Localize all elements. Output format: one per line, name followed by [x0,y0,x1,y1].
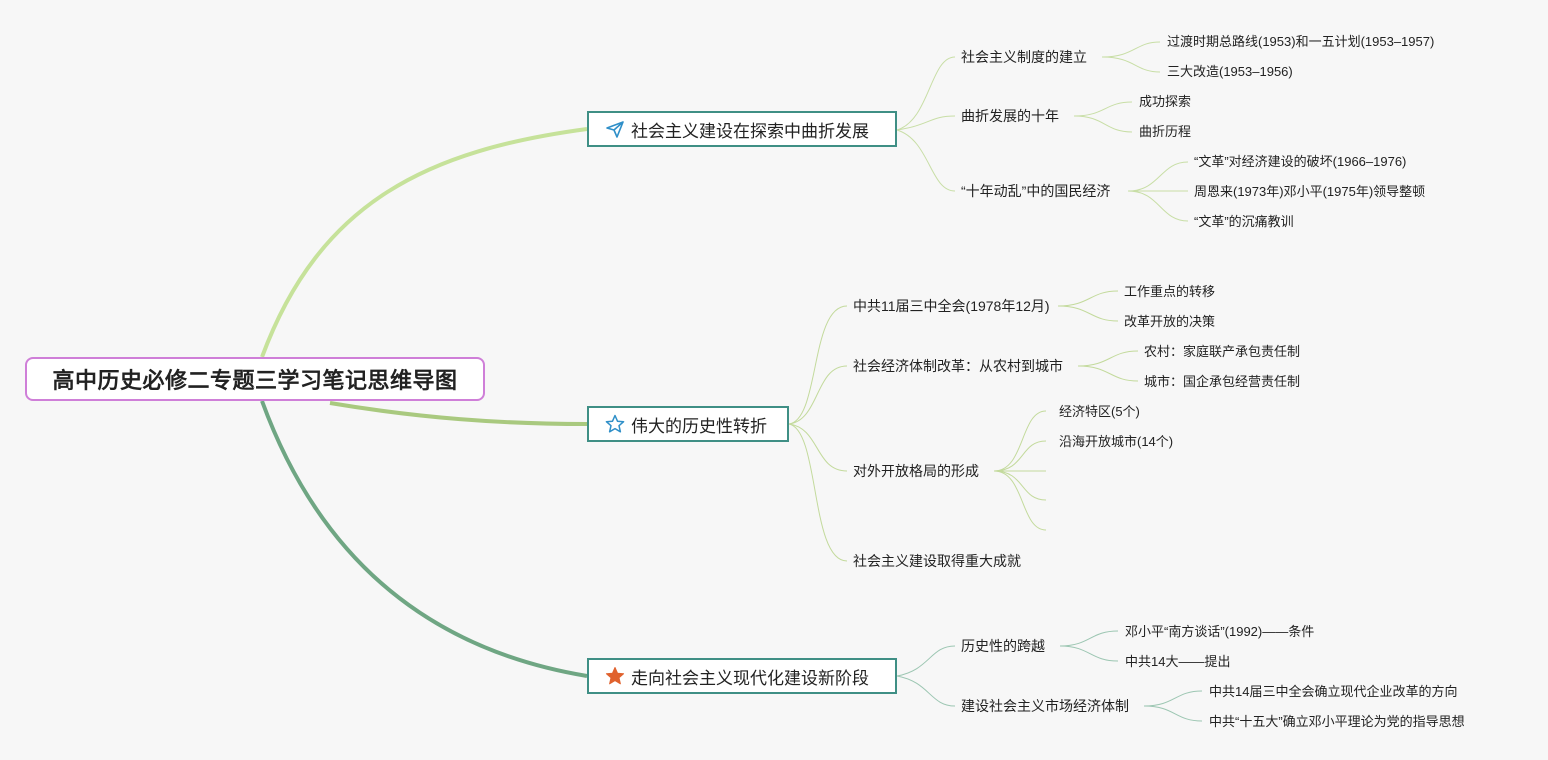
subtopic-2-1[interactable]: 中共11届三中全会(1978年12月) [853,298,1050,314]
leaf-2-3-2[interactable]: 沿海开放城市(14个) [1059,434,1174,449]
leaf-2-1-2[interactable]: 改革开放的决策 [1124,314,1216,329]
leaf-3-1-2[interactable]: 中共14大——提出 [1125,654,1231,669]
leaf-1-2-1[interactable]: 成功探索 [1139,94,1192,109]
leaf-1-1-2[interactable]: 三大改造(1953–1956) [1167,64,1293,79]
leaf-1-2-2[interactable]: 曲折历程 [1139,124,1192,139]
star-filled-icon [605,666,625,686]
leaf-2-1-1[interactable]: 工作重点的转移 [1124,284,1216,299]
branch-label-1: 社会主义建设在探索中曲折发展 [631,121,869,141]
subtopic-2-3[interactable]: 对外开放格局的形成 [853,463,979,479]
subtopic-3-2[interactable]: 建设社会主义市场经济体制 [961,698,1129,714]
root-link-2 [329,401,588,426]
leaf-2-3-1[interactable]: 经济特区(5个) [1059,404,1140,419]
leaf-1-1-1[interactable]: 过渡时期总路线(1953)和一五计划(1953–1957) [1167,34,1435,49]
paper-plane-icon [605,119,625,139]
leaf-3-1-1[interactable]: 邓小平“南方谈话”(1992)——条件 [1125,624,1315,639]
branch-label-2: 伟大的历史性转折 [631,416,767,436]
leaf-2-2-1[interactable]: 农村：家庭联产承包责任制 [1144,344,1301,359]
root-title: 高中历史必修二专题三学习笔记思维导图 [52,368,458,393]
root-link-1 [260,127,588,358]
leaf-1-3-2[interactable]: 周恩来(1973年)邓小平(1975年)领导整顿 [1194,184,1426,199]
subtopic-2-2[interactable]: 社会经济体制改革：从农村到城市 [853,358,1063,374]
star-outline-icon [605,414,625,434]
branch-topic-3[interactable]: 走向社会主义现代化建设新阶段 [587,658,897,694]
branch-topic-1[interactable]: 社会主义建设在探索中曲折发展 [587,111,897,147]
root-topic[interactable]: 高中历史必修二专题三学习笔记思维导图 [25,357,485,401]
subtopic-2-4[interactable]: 社会主义建设取得重大成就 [853,553,1021,569]
leaf-3-2-2[interactable]: 中共“十五大”确立邓小平理论为党的指导思想 [1209,714,1465,729]
root-link-3 [260,400,588,678]
subtopic-1-3[interactable]: “十年动乱”中的国民经济 [961,183,1111,199]
subtopic-3-1[interactable]: 历史性的跨越 [961,638,1045,654]
leaf-1-3-3[interactable]: “文革”的沉痛教训 [1194,214,1294,229]
subtopic-1-1[interactable]: 社会主义制度的建立 [961,49,1087,65]
subtopic-1-2[interactable]: 曲折发展的十年 [961,108,1059,124]
branch-label-3: 走向社会主义现代化建设新阶段 [631,668,869,688]
leaf-2-2-2[interactable]: 城市：国企承包经营责任制 [1144,374,1301,389]
leaf-1-3-1[interactable]: “文革”对经济建设的破坏(1966–1976) [1194,154,1407,169]
leaf-3-2-1[interactable]: 中共14届三中全会确立现代企业改革的方向 [1209,684,1458,699]
branch-topic-2[interactable]: 伟大的历史性转折 [587,406,789,442]
